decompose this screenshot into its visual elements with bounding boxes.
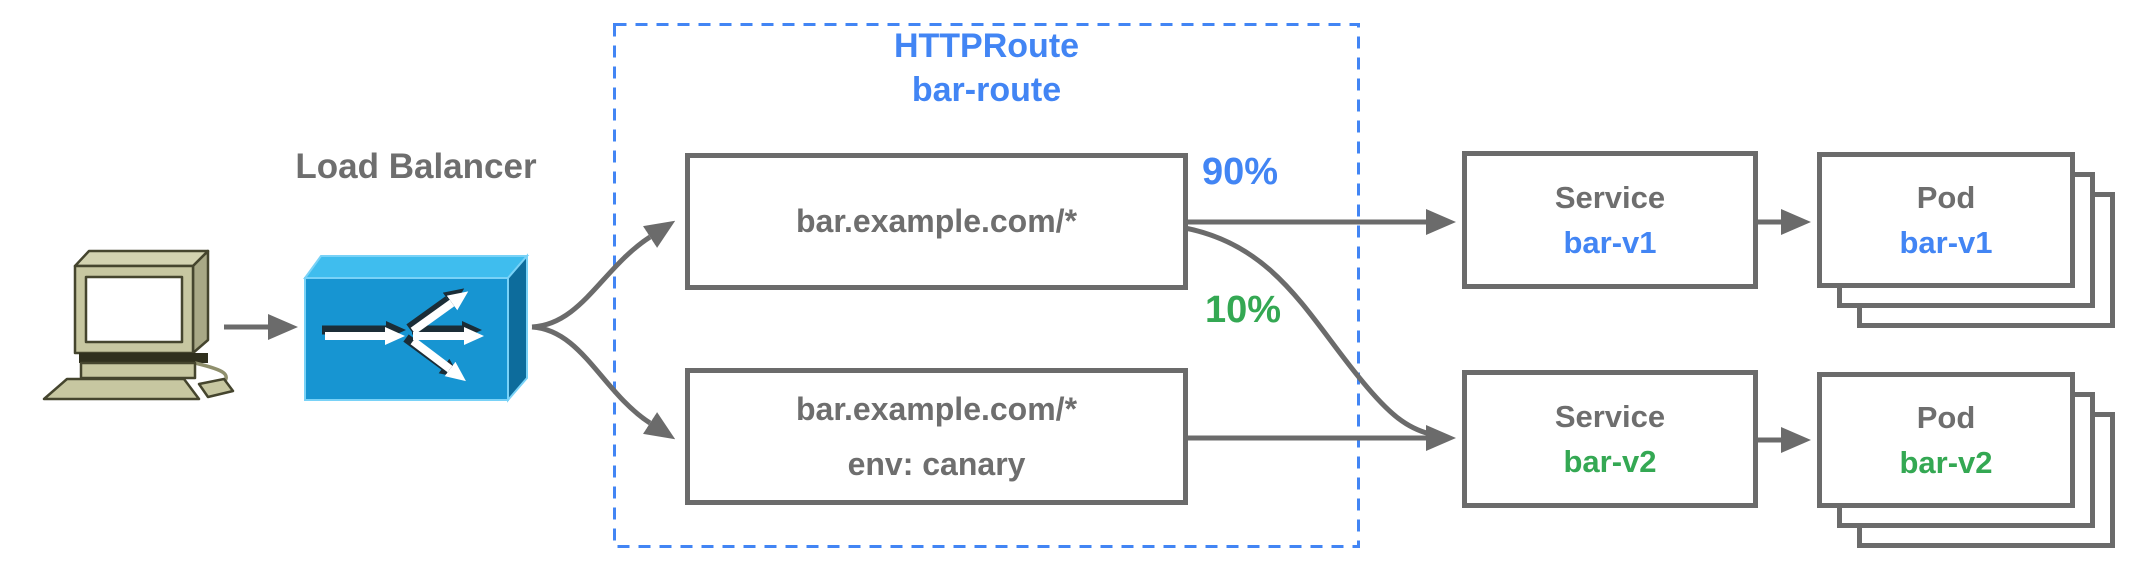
service-bar-v1-name: bar-v1 bbox=[1563, 225, 1657, 260]
pod-bar-v1-name: bar-v1 bbox=[1899, 225, 1993, 260]
pod-bar-v1-card: Pod bar-v1 bbox=[1817, 152, 2075, 288]
rule-box-2-match: bar.example.com/* bbox=[795, 390, 1078, 427]
desktop-computer-icon bbox=[42, 249, 235, 401]
httproute-title: HTTPRoute bar-route bbox=[613, 24, 1360, 112]
load-balancer-icon bbox=[303, 253, 530, 403]
httproute-title-line1: HTTPRoute bbox=[893, 27, 1080, 65]
load-balancer-label: Load Balancer bbox=[295, 147, 537, 186]
connector-group bbox=[224, 209, 1811, 453]
service-bar-v2-name: bar-v2 bbox=[1563, 444, 1657, 479]
rule-box-2: bar.example.com/* env: canary bbox=[685, 368, 1188, 505]
service-bar-v2-box: Service bar-v2 bbox=[1462, 370, 1758, 508]
service-bar-v1-kind: Service bbox=[1554, 180, 1666, 215]
pod-bar-v1-kind: Pod bbox=[1916, 180, 1976, 215]
httproute-title-line2: bar-route bbox=[911, 71, 1062, 109]
service-bar-v2-kind: Service bbox=[1554, 399, 1666, 434]
pod-bar-v2-stack: Pod bar-v2 bbox=[1817, 372, 2115, 548]
rule-box-1: bar.example.com/* bbox=[685, 153, 1188, 290]
pod-bar-v2-card: Pod bar-v2 bbox=[1817, 372, 2075, 508]
lb-to-rule2-arrow bbox=[531, 324, 676, 440]
pod-bar-v2-name: bar-v2 bbox=[1899, 445, 1993, 480]
rule-box-1-match: bar.example.com/* bbox=[795, 203, 1078, 239]
pod-bar-v2-kind: Pod bbox=[1916, 400, 1976, 435]
weight-90-label: 90% bbox=[1202, 151, 1279, 193]
httproute-boundary bbox=[613, 23, 1360, 548]
weight-10-label: 10% bbox=[1205, 289, 1282, 331]
rule1-to-service2-curve bbox=[1184, 225, 1431, 437]
lb-to-rule1-arrow bbox=[531, 220, 676, 330]
pod-bar-v1-stack: Pod bar-v1 bbox=[1817, 152, 2115, 328]
service-bar-v1-box: Service bar-v1 bbox=[1462, 151, 1758, 289]
rule-box-2-header-match: env: canary bbox=[847, 445, 1026, 482]
